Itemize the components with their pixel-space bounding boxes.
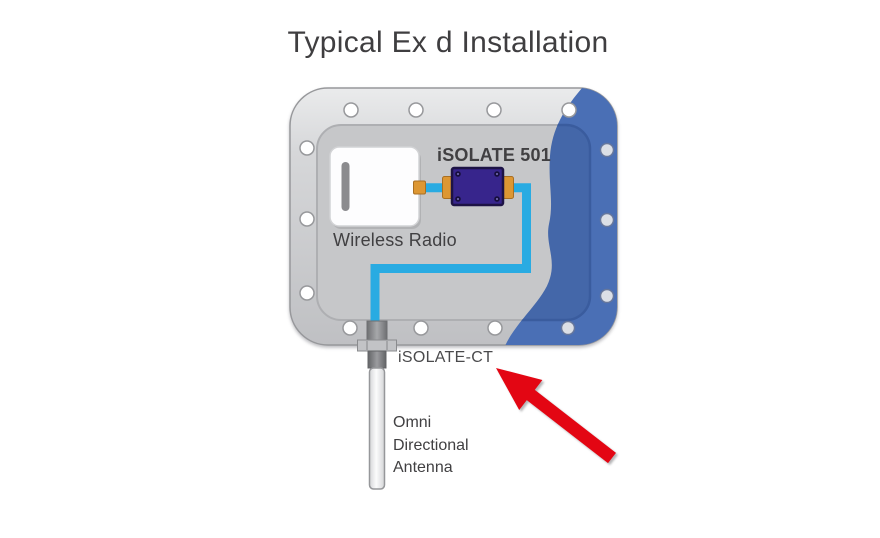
isolate-501-label: iSOLATE 501 — [437, 145, 551, 165]
omni-antenna-tube — [368, 367, 386, 490]
omni-antenna-label: Omni Directional Antenna — [393, 414, 469, 476]
module-screw-glint — [457, 173, 459, 175]
isolate-501-module — [442, 166, 514, 207]
radio-antenna-slot — [341, 162, 350, 211]
bolt-hole — [299, 140, 315, 156]
isolate-module-body — [450, 166, 505, 207]
gland-hex-nut — [357, 339, 397, 352]
bolt-hole — [343, 102, 359, 118]
gland-upper-body — [366, 320, 388, 343]
radio-rf-connector — [413, 180, 426, 195]
bolt-hole — [299, 285, 315, 301]
bolt-hole — [561, 102, 577, 118]
module-screw-glint — [457, 198, 459, 200]
gland-lower-body — [367, 350, 387, 369]
module-screw-glint — [496, 173, 498, 175]
bolt-hole — [560, 320, 576, 336]
bolt-hole — [487, 320, 503, 336]
isolate-ct-label: iSOLATE-CT — [398, 349, 494, 366]
module-screw-glint — [496, 198, 498, 200]
pointer-arrow — [496, 368, 616, 464]
bolt-hole — [599, 142, 615, 158]
bolt-hole — [486, 102, 502, 118]
wireless-radio-label: Wireless Radio — [333, 230, 457, 250]
rf-cable-isolate-to-gland — [370, 183, 531, 327]
wireless-radio — [329, 146, 426, 229]
bolt-hole — [413, 320, 429, 336]
isolate-ct-gland — [357, 320, 397, 369]
bolt-hole — [599, 288, 615, 304]
bolt-hole — [599, 212, 615, 228]
diagram-title: Typical Ex d Installation — [287, 26, 609, 59]
bolt-hole — [299, 211, 315, 227]
bolt-hole — [408, 102, 424, 118]
bolt-hole — [342, 320, 358, 336]
